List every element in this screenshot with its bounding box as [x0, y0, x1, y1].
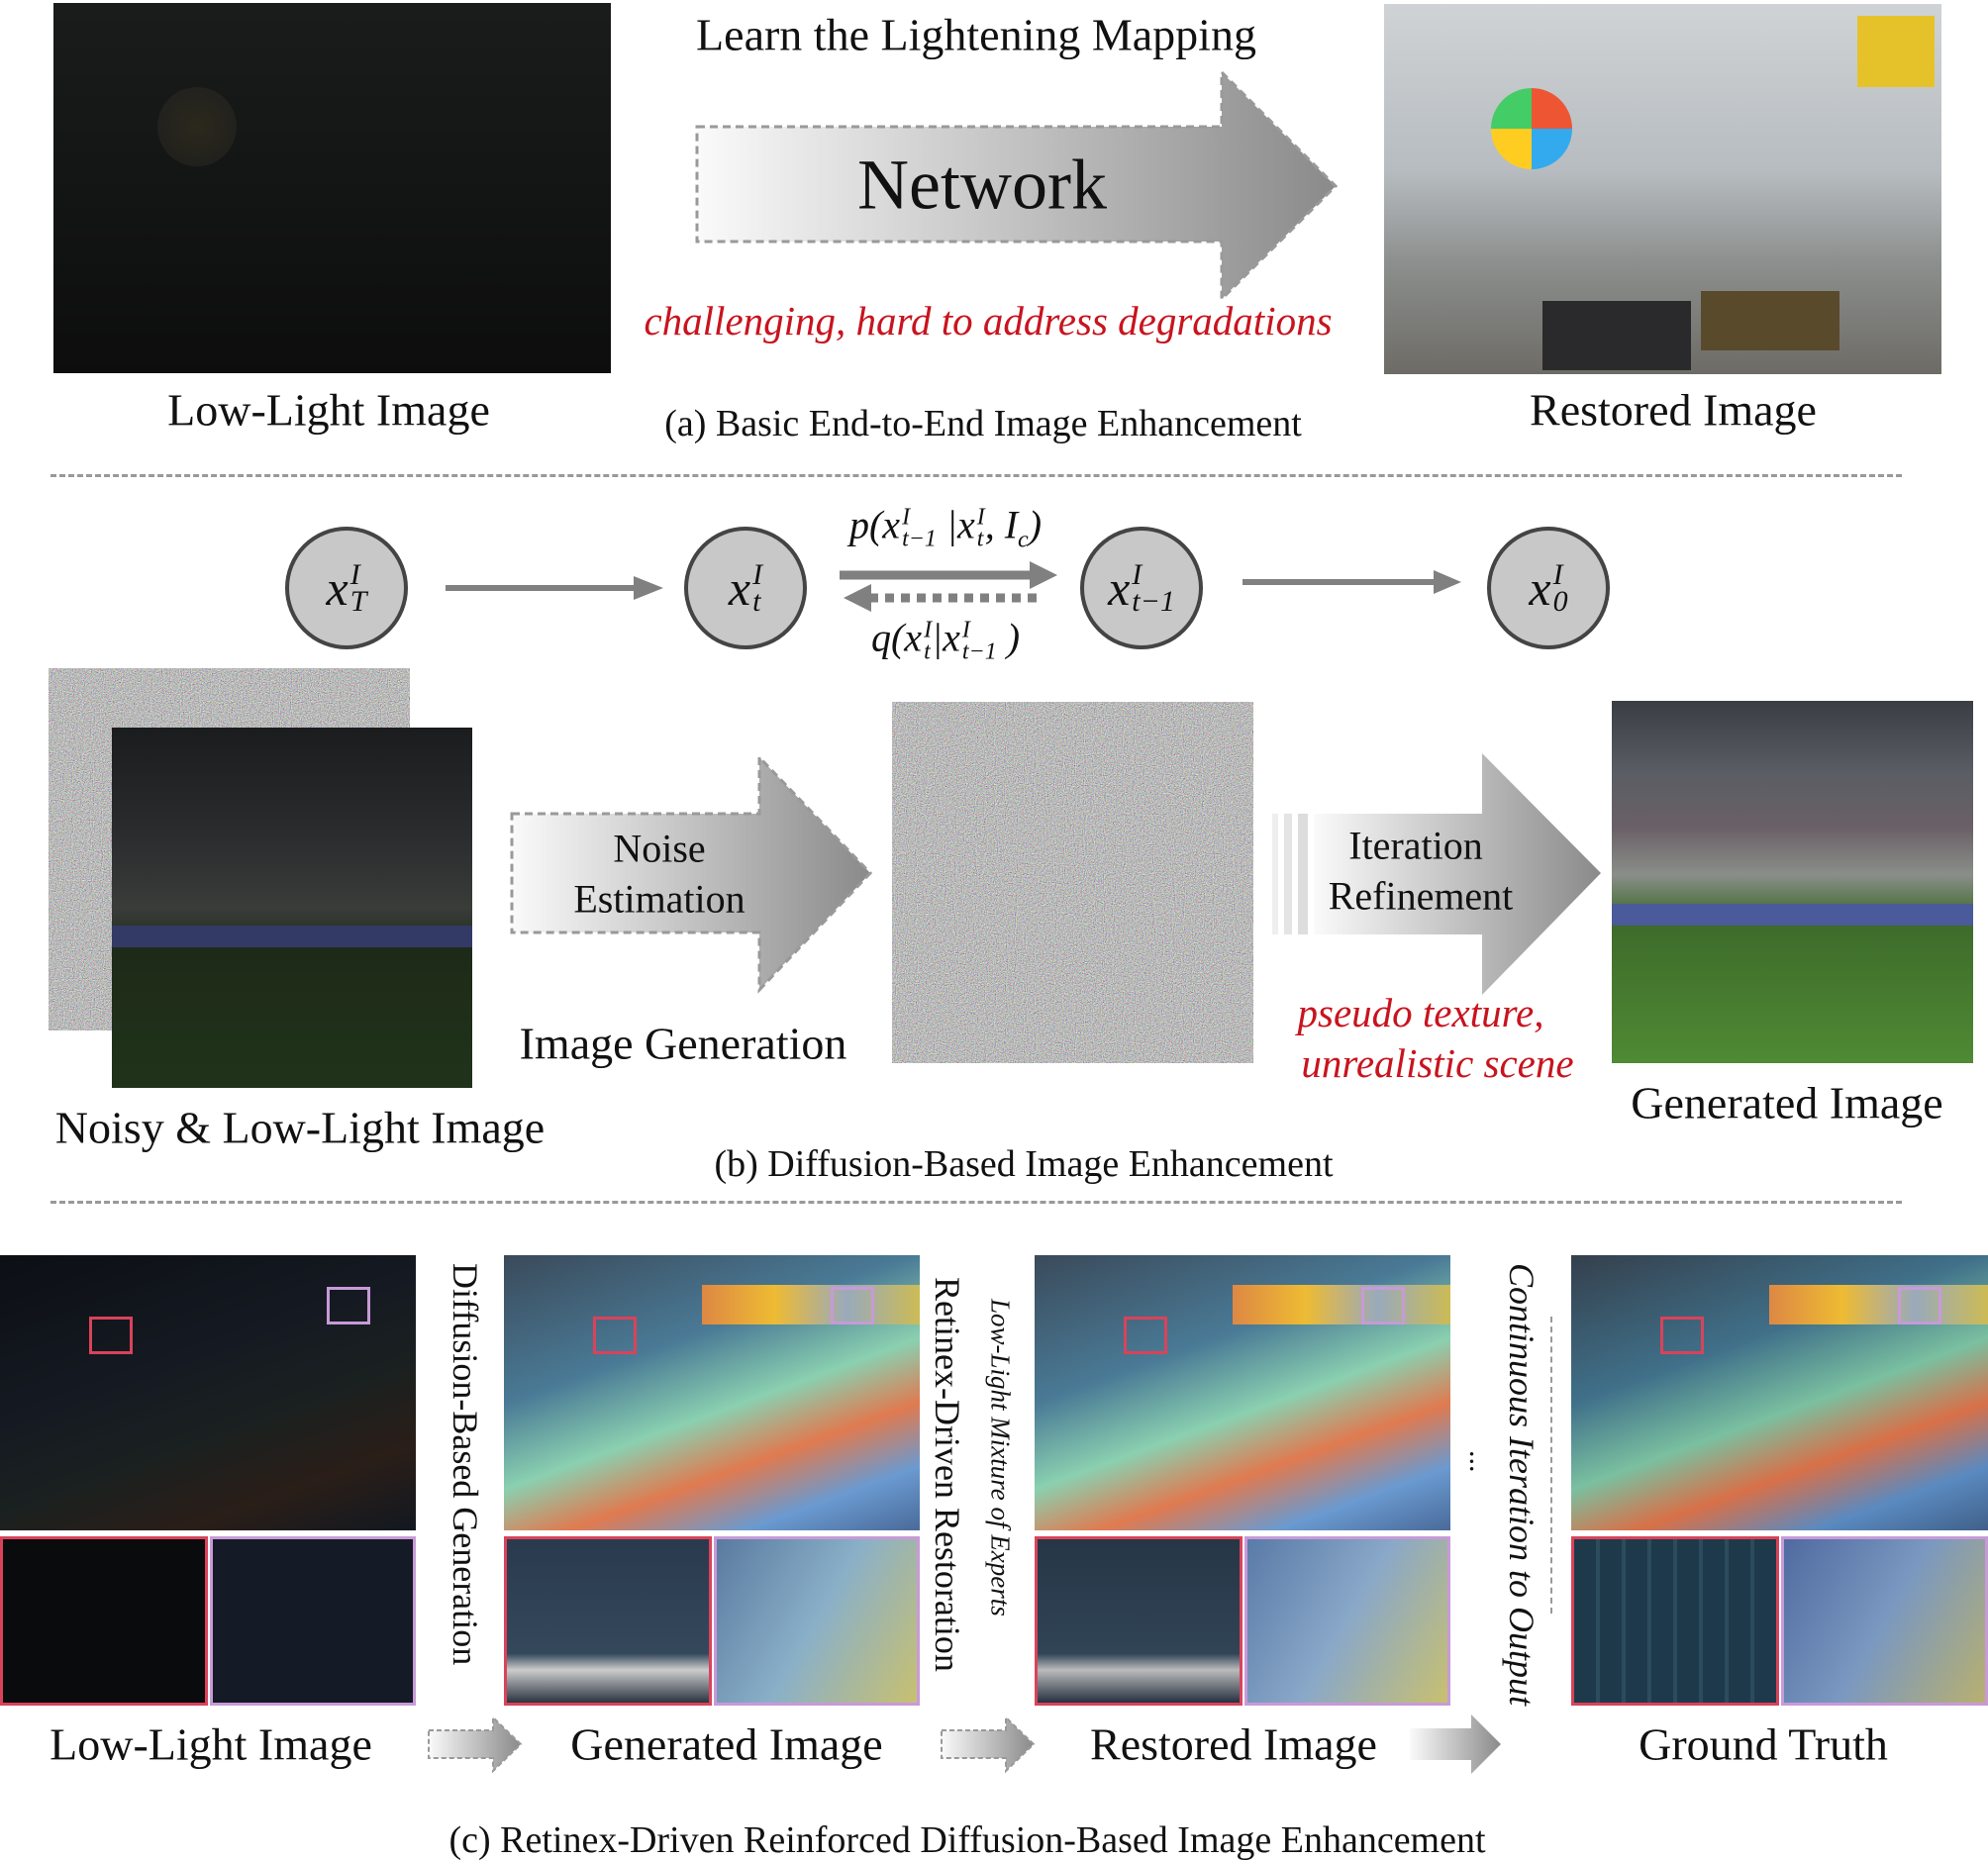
low-light-stadium-image — [112, 728, 472, 1088]
section-a-title: Learn the Lightening Mapping — [696, 9, 1256, 60]
restored-output-image — [1384, 4, 1941, 374]
generated-crop-pink — [714, 1536, 920, 1706]
iteration-label-2: Refinement — [1328, 873, 1514, 919]
step-arrow-3 — [1410, 1715, 1501, 1774]
section-c-label-restored: Restored Image — [1090, 1718, 1377, 1770]
section-c-caption: (c) Retinex-Driven Reinforced Diffusion-… — [448, 1819, 1486, 1861]
low-light-crop-pink — [210, 1536, 416, 1706]
section-a-output-label: Restored Image — [1530, 384, 1817, 436]
section-c-label-low-light: Low-Light Image — [50, 1718, 372, 1770]
network-label: Network — [857, 145, 1107, 225]
section-b-input-label: Noisy & Low-Light Image — [54, 1102, 546, 1153]
section-divider — [50, 474, 1902, 477]
generated-crop-red — [504, 1536, 712, 1706]
noise-estimation-label-1: Noise — [613, 826, 706, 871]
noise-estimation-label-2: Estimation — [573, 876, 746, 922]
arrow-xt-1-to-x0 — [1242, 570, 1461, 594]
restored-crop-red — [1035, 1536, 1242, 1706]
ground-truth-crop-red — [1571, 1536, 1779, 1706]
issue-note-2: unrealistic scene — [1301, 1040, 1574, 1086]
network-arrow — [695, 69, 1339, 303]
restored-arena-image — [1035, 1255, 1450, 1530]
challenge-note: challenging, hard to address degradation… — [644, 298, 1333, 343]
step-mixture-of-experts: Low-Light Mixture of Experts — [985, 1299, 1016, 1617]
gaussian-noise-image — [892, 702, 1253, 1063]
arrow-forward-process — [844, 584, 1044, 612]
issue-note-1: pseudo texture, — [1297, 990, 1544, 1035]
step-diffusion-generation: Diffusion-Based Generation — [446, 1263, 485, 1666]
arrow-xT-to-xt — [446, 576, 663, 600]
arrow-reverse-process — [840, 561, 1057, 589]
ground-truth-arena-image — [1571, 1255, 1988, 1530]
section-c-label-ground-truth: Ground Truth — [1639, 1718, 1888, 1770]
generated-arena-image — [504, 1255, 920, 1530]
ground-truth-crop-pink — [1781, 1536, 1988, 1706]
step-continuous-iteration: Continuous Iteration to Output — [1502, 1263, 1541, 1707]
iteration-refinement-arrow — [1272, 753, 1601, 995]
section-a-caption: (a) Basic End-to-End Image Enhancement — [664, 403, 1302, 444]
restored-crop-pink — [1244, 1536, 1450, 1706]
step-arrow-2 — [941, 1715, 1036, 1774]
iteration-label-1: Iteration — [1348, 823, 1483, 868]
noise-estimation-arrow — [510, 753, 873, 994]
low-light-crop-red — [0, 1536, 208, 1706]
generated-stadium-image — [1612, 701, 1973, 1063]
section-c-label-generated: Generated Image — [570, 1718, 883, 1770]
iteration-dashed-line — [1550, 1317, 1552, 1614]
section-b-caption: (b) Diffusion-Based Image Enhancement — [714, 1143, 1334, 1185]
iteration-ellipsis: ... — [1463, 1450, 1496, 1473]
image-generation-label: Image Generation — [519, 1018, 847, 1069]
section-b-output-label: Generated Image — [1631, 1077, 1943, 1128]
section-a-input-label: Low-Light Image — [167, 384, 490, 436]
step-arrow-1 — [428, 1715, 523, 1774]
low-light-input-image — [53, 3, 611, 373]
step-retinex-restoration: Retinex-Driven Restoration — [928, 1277, 967, 1672]
state-arrows — [446, 561, 1461, 612]
low-light-arena-image — [0, 1255, 416, 1530]
section-divider — [50, 1201, 1902, 1204]
